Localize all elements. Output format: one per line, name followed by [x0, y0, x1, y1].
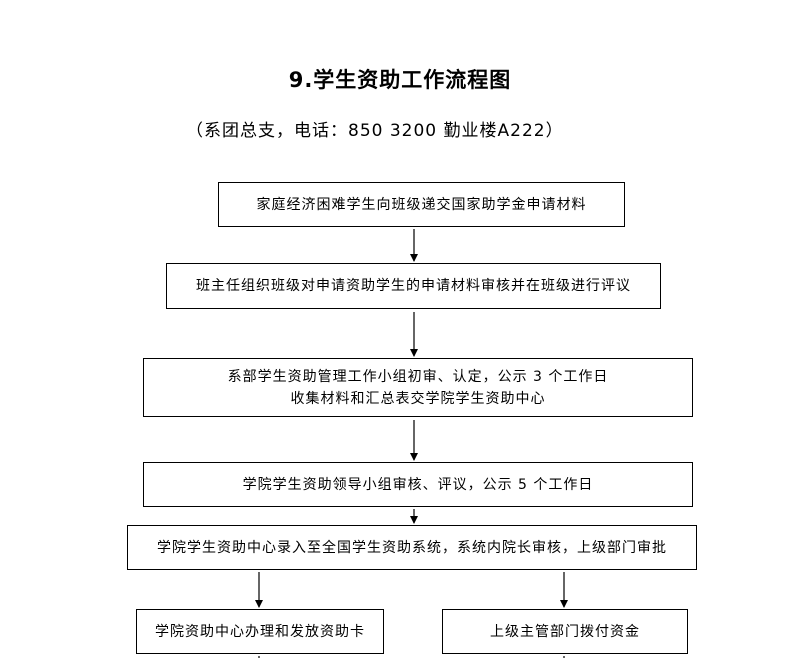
- step-7-box: 上级主管部门拨付资金: [442, 609, 688, 654]
- step-4-text: 学院学生资助领导小组审核、评议，公示 5 个工作日: [242, 476, 594, 493]
- step-2-box: 班主任组织班级对申请资助学生的申请材料审核并在班级进行评议: [166, 263, 661, 309]
- step-3-box: 系部学生资助管理工作小组初审、认定，公示 3 个工作日 收集材料和汇总表交学院学…: [143, 358, 693, 417]
- step-5-text: 学院学生资助中心录入至全国学生资助系统，系统内院长审核，上级部门审批: [157, 539, 667, 556]
- step-7-text: 上级主管部门拨付资金: [490, 623, 640, 640]
- step-3-text-line-1: 系部学生资助管理工作小组初审、认定，公示 3 个工作日: [227, 368, 609, 385]
- step-6-text: 学院资助中心办理和发放资助卡: [155, 623, 365, 640]
- step-6-box: 学院资助中心办理和发放资助卡: [136, 609, 384, 654]
- step-1-box: 家庭经济困难学生向班级递交国家助学金申请材料: [218, 182, 625, 227]
- step-2-text: 班主任组织班级对申请资助学生的申请材料审核并在班级进行评议: [196, 278, 631, 294]
- step-5-box: 学院学生资助中心录入至全国学生资助系统，系统内院长审核，上级部门审批: [127, 525, 697, 570]
- step-3-text-line-2: 收集材料和汇总表交学院学生资助中心: [290, 390, 546, 407]
- step-1-text: 家庭经济困难学生向班级递交国家助学金申请材料: [256, 196, 587, 213]
- step-4-box: 学院学生资助领导小组审核、评议，公示 5 个工作日: [143, 462, 693, 507]
- page-title: 9.学生资助工作流程图: [288, 68, 512, 92]
- contact-info: （系团总支，电话：850 3200 勤业楼A222）: [186, 121, 564, 141]
